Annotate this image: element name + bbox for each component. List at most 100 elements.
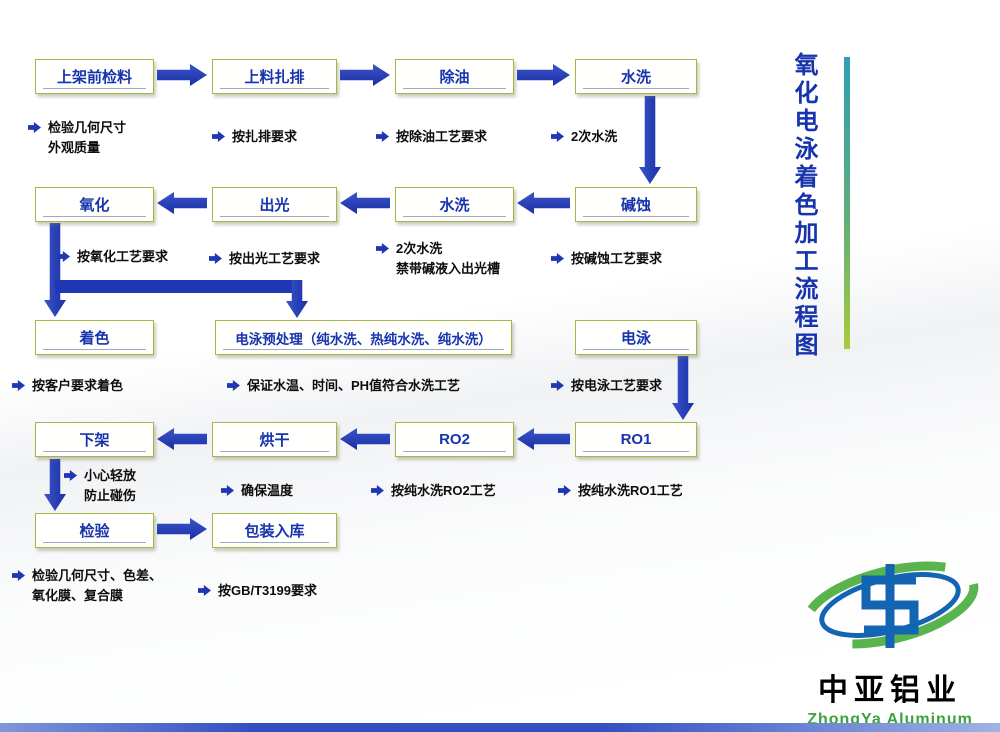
box-water-rinse-2: 水洗 bbox=[395, 187, 514, 222]
box-label: 检验 bbox=[79, 523, 110, 540]
flow-arrow-left-icon bbox=[517, 192, 570, 214]
note-text: 按电泳工艺要求 bbox=[571, 378, 663, 393]
note-pre-racking-inspection: 检验几何尺寸 外观质量 bbox=[28, 118, 126, 157]
note-arrow-icon bbox=[57, 251, 70, 262]
box-label: 水洗 bbox=[439, 197, 470, 214]
box-label: 电泳预处理（纯水洗、热纯水洗、纯水洗） bbox=[235, 331, 492, 347]
page-title-vertical: 氧化电泳着色加工流程图 bbox=[790, 52, 817, 360]
note-text: 2次水洗 禁带碱液入出光槽 bbox=[396, 241, 501, 276]
note-arrow-icon bbox=[12, 380, 25, 391]
box-electrophoresis: 电泳 bbox=[575, 320, 697, 355]
box-label: 着色 bbox=[79, 330, 110, 347]
box-loading-racking: 上料扎排 bbox=[212, 59, 337, 94]
box-degreasing: 除油 bbox=[395, 59, 514, 94]
box-label: 除油 bbox=[439, 69, 470, 86]
note-arrow-icon bbox=[558, 485, 571, 496]
note-text: 确保温度 bbox=[241, 483, 294, 498]
note-text: 检验几何尺寸、色差、 氧化膜、复合膜 bbox=[32, 568, 163, 603]
note-arrow-icon bbox=[64, 470, 77, 481]
note-ro1: 按纯水洗RO1工艺 bbox=[558, 481, 683, 501]
box-pre-racking-inspection: 上架前检料 bbox=[35, 59, 154, 94]
note-electrophoresis: 按电泳工艺要求 bbox=[551, 376, 662, 396]
box-coloring: 着色 bbox=[35, 320, 154, 355]
company-name-cn: 中亚铝业 bbox=[818, 674, 962, 707]
flow-arrow-right-icon bbox=[517, 64, 570, 86]
box-label: 上架前检料 bbox=[56, 69, 132, 86]
note-text: 检验几何尺寸 外观质量 bbox=[48, 120, 127, 155]
note-arrow-icon bbox=[371, 485, 384, 496]
note-arrow-icon bbox=[221, 485, 234, 496]
note-arrow-icon bbox=[227, 380, 240, 391]
flow-arrow-down-icon bbox=[639, 96, 661, 184]
note-arrow-icon bbox=[198, 585, 211, 596]
note-arrow-icon bbox=[376, 131, 389, 142]
box-ro2: RO2 bbox=[395, 422, 514, 457]
note-alkaline-etching: 按碱蚀工艺要求 bbox=[551, 249, 662, 269]
note-packing-storage: 按GB/T3199要求 bbox=[198, 581, 317, 601]
note-arrow-icon bbox=[376, 243, 389, 254]
flow-arrow-right-icon bbox=[340, 64, 390, 86]
note-drying: 确保温度 bbox=[221, 481, 293, 501]
note-coloring: 按客户要求着色 bbox=[12, 376, 123, 396]
note-water-rinse-2: 2次水洗 禁带碱液入出光槽 bbox=[376, 239, 500, 278]
note-text: 2次水洗 bbox=[571, 129, 618, 144]
note-arrow-icon bbox=[551, 131, 564, 142]
box-label: 包装入库 bbox=[244, 523, 305, 540]
note-text: 保证水温、时间、PH值符合水洗工艺 bbox=[247, 378, 461, 393]
note-anodizing: 按氧化工艺要求 bbox=[57, 247, 168, 267]
box-label: 氧化 bbox=[79, 197, 110, 214]
note-inspection: 检验几何尺寸、色差、 氧化膜、复合膜 bbox=[12, 566, 162, 605]
note-text: 按扎排要求 bbox=[232, 129, 298, 144]
flow-branch-bar bbox=[55, 280, 300, 293]
note-text: 按GB/T3199要求 bbox=[218, 583, 317, 598]
flow-arrow-down-icon bbox=[44, 223, 66, 317]
box-inspection: 检验 bbox=[35, 513, 154, 548]
note-loading-racking: 按扎排要求 bbox=[212, 127, 297, 147]
box-drying: 烘干 bbox=[212, 422, 337, 457]
box-label: RO2 bbox=[439, 431, 470, 448]
flow-arrow-right-icon bbox=[157, 64, 207, 86]
note-text: 按纯水洗RO2工艺 bbox=[391, 483, 496, 498]
note-text: 按纯水洗RO1工艺 bbox=[578, 483, 683, 498]
company-logo: 中亚铝业 ZhongYa Aluminum bbox=[778, 548, 1000, 729]
box-label: 下架 bbox=[79, 432, 110, 449]
box-water-rinse-1: 水洗 bbox=[575, 59, 697, 94]
box-label: 碱蚀 bbox=[620, 197, 651, 214]
box-label: RO1 bbox=[620, 431, 652, 448]
note-ro2: 按纯水洗RO2工艺 bbox=[371, 481, 496, 501]
box-unracking: 下架 bbox=[35, 422, 154, 457]
note-text: 按出光工艺要求 bbox=[229, 251, 321, 266]
note-arrow-icon bbox=[551, 380, 564, 391]
note-text: 按氧化工艺要求 bbox=[77, 249, 169, 264]
note-degreasing: 按除油工艺要求 bbox=[376, 127, 487, 147]
note-text: 按除油工艺要求 bbox=[396, 129, 488, 144]
note-arrow-icon bbox=[28, 122, 41, 133]
note-arrow-icon bbox=[209, 253, 222, 264]
box-electrophoresis-pretreatment: 电泳预处理（纯水洗、热纯水洗、纯水洗） bbox=[215, 320, 512, 355]
box-alkaline-etching: 碱蚀 bbox=[575, 187, 697, 222]
box-ro1: RO1 bbox=[575, 422, 697, 457]
note-unracking: 小心轻放 防止碰伤 bbox=[64, 466, 136, 505]
box-label: 电泳 bbox=[620, 330, 651, 347]
bottom-accent-bar bbox=[0, 723, 1000, 732]
box-anodizing: 氧化 bbox=[35, 187, 154, 222]
title-accent-bar bbox=[844, 57, 850, 349]
flow-arrow-left-icon bbox=[340, 192, 390, 214]
box-brightening: 出光 bbox=[212, 187, 337, 222]
note-text: 小心轻放 防止碰伤 bbox=[84, 468, 137, 503]
flow-arrow-left-icon bbox=[157, 192, 207, 214]
box-label: 出光 bbox=[259, 197, 290, 214]
note-text: 按客户要求着色 bbox=[32, 378, 124, 393]
zhongya-logo-icon bbox=[801, 561, 979, 649]
note-brightening: 按出光工艺要求 bbox=[209, 249, 320, 269]
note-electrophoresis-pretreatment: 保证水温、时间、PH值符合水洗工艺 bbox=[227, 376, 460, 396]
note-water-rinse-1: 2次水洗 bbox=[551, 127, 617, 147]
note-text: 按碱蚀工艺要求 bbox=[571, 251, 663, 266]
box-label: 烘干 bbox=[259, 432, 290, 449]
note-arrow-icon bbox=[551, 253, 564, 264]
box-packing-storage: 包装入库 bbox=[212, 513, 337, 548]
box-label: 水洗 bbox=[620, 69, 651, 86]
box-label: 上料扎排 bbox=[244, 69, 305, 86]
note-arrow-icon bbox=[212, 131, 225, 142]
